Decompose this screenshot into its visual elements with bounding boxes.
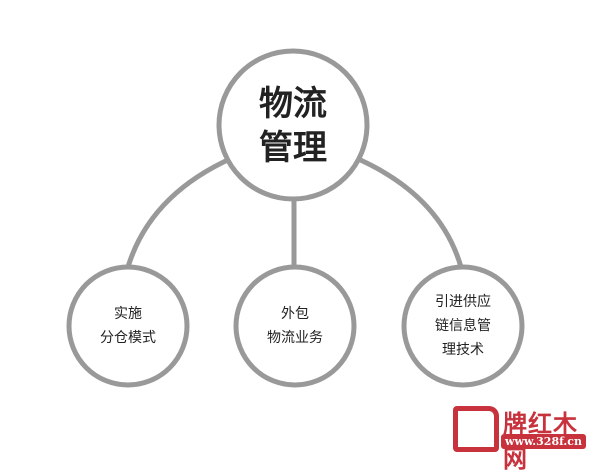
child-label-line: 外包	[281, 306, 309, 322]
root-node	[216, 48, 370, 202]
watermark: 牌红木网 www.328f.cn	[453, 404, 598, 473]
child-label-line: 引进供应	[435, 294, 491, 310]
root-label-line: 物流	[259, 84, 327, 124]
root-label-line: 管理	[259, 128, 327, 168]
child-label-line: 链信息管	[435, 318, 491, 334]
diagram-canvas	[66, 48, 525, 388]
child-node-2	[233, 264, 357, 388]
child-label-line: 实施	[114, 306, 142, 322]
child-label-2: 外包 物流业务	[235, 302, 355, 350]
child-label-line: 物流业务	[267, 330, 323, 346]
watermark-logo-icon	[453, 406, 499, 452]
connector-left	[125, 155, 234, 268]
child-label-line: 分仓模式	[100, 330, 156, 346]
child-label-line: 理技术	[442, 342, 484, 358]
child-node-3	[401, 264, 525, 388]
child-label-3: 引进供应 链信息管 理技术	[403, 290, 523, 362]
root-label: 物流 管理	[218, 82, 368, 170]
child-label-1: 实施 分仓模式	[68, 302, 188, 350]
watermark-url: www.328f.cn	[501, 434, 586, 449]
connector-right	[354, 155, 464, 268]
child-node-1	[66, 264, 190, 388]
